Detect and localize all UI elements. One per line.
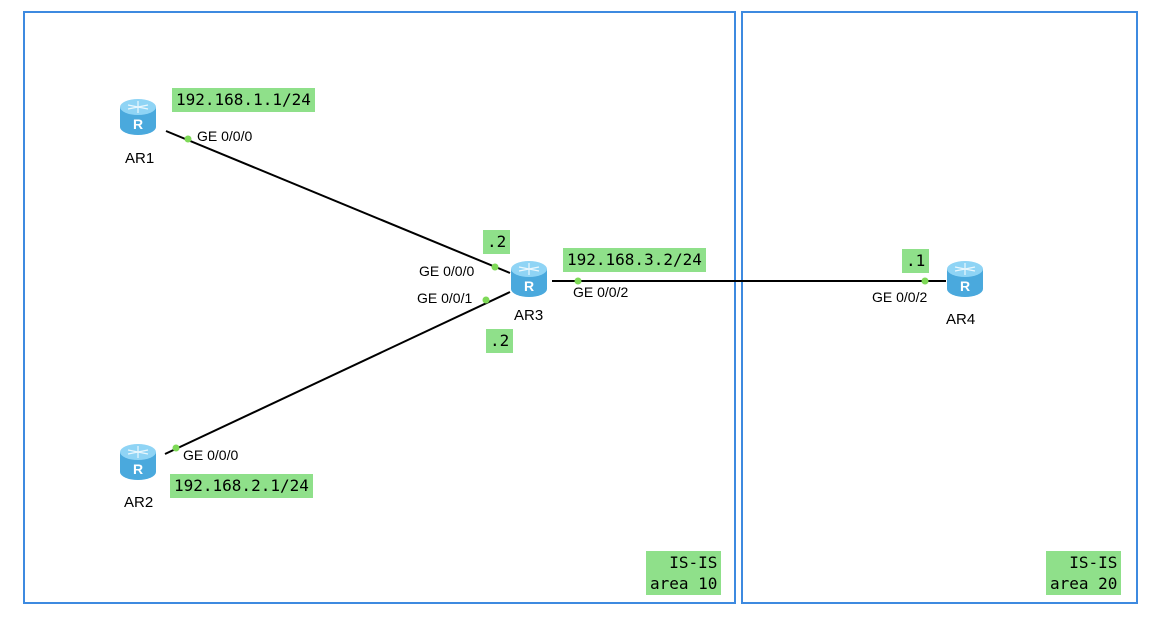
port-label-ar2-g000: GE 0/0/0 <box>183 447 239 463</box>
port-dot-ar3-g000[interactable] <box>491 263 499 271</box>
router-ar4-icon[interactable]: R <box>945 257 985 301</box>
router-ar4-name: AR4 <box>946 311 976 328</box>
ip-label-ar1-network: 192.168.1.1/24 <box>172 88 315 112</box>
area-10-label: IS-IS area 10 <box>646 551 722 595</box>
port-dot-ar1-g000[interactable] <box>184 135 192 143</box>
area-20-box <box>741 11 1138 604</box>
area-20-label: IS-IS area 20 <box>1046 551 1122 595</box>
ip-label-ar3-g001-host: .2 <box>486 329 514 353</box>
router-ar3-name: AR3 <box>514 307 544 324</box>
router-ar3-icon[interactable]: R <box>509 257 549 301</box>
router-ar1-name: AR1 <box>125 150 155 167</box>
ip-label-ar2-network: 192.168.2.1/24 <box>170 474 313 498</box>
link-ar2-ar3[interactable] <box>164 291 511 455</box>
port-label-ar1-g000: GE 0/0/0 <box>197 128 253 144</box>
svg-text:R: R <box>133 461 143 477</box>
svg-text:R: R <box>960 278 970 294</box>
svg-text:R: R <box>133 116 143 132</box>
area-10-protocol: IS-IS <box>669 553 718 572</box>
ip-label-ar3-g000-host: .2 <box>483 230 511 254</box>
area-10-name: area 10 <box>650 574 718 593</box>
ip-label-ar3-network: 192.168.3.2/24 <box>563 248 706 272</box>
port-label-ar4-g002: GE 0/0/2 <box>872 289 928 305</box>
port-dot-ar2-g000[interactable] <box>172 444 180 452</box>
router-ar1-icon[interactable]: R <box>118 95 158 139</box>
port-dot-ar4-g002[interactable] <box>921 277 929 285</box>
svg-text:R: R <box>524 278 534 294</box>
ip-label-ar4-host: .1 <box>902 249 930 273</box>
router-ar2-name: AR2 <box>124 494 154 511</box>
port-dot-ar3-g002[interactable] <box>574 277 582 285</box>
port-dot-ar3-g001[interactable] <box>482 296 490 304</box>
port-label-ar3-g001: GE 0/0/1 <box>417 290 473 306</box>
port-label-ar3-g000: GE 0/0/0 <box>419 263 475 279</box>
area-20-protocol: IS-IS <box>1069 553 1118 572</box>
router-ar2-icon[interactable]: R <box>118 440 158 484</box>
area-20-name: area 20 <box>1050 574 1118 593</box>
link-ar1-ar3[interactable] <box>165 130 511 274</box>
port-label-ar3-g002: GE 0/0/2 <box>573 284 629 300</box>
area-10-box <box>23 11 736 604</box>
